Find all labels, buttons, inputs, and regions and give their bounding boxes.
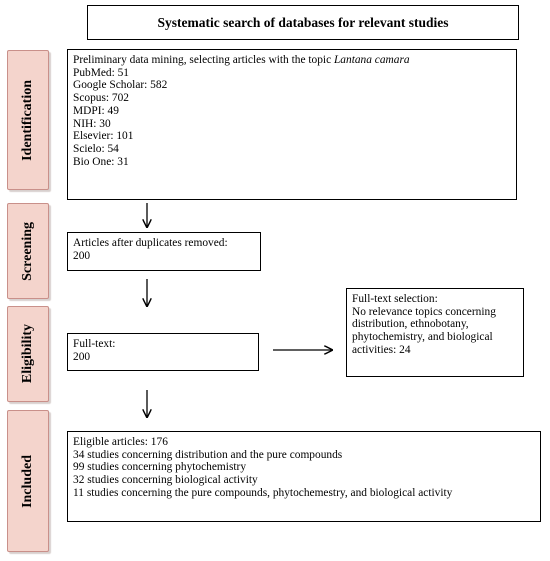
included-line: Eligible articles: 176 [73,436,168,448]
screening-box: Articles after duplicates removed: 200 [67,232,261,271]
source-count: Google Scholar: 582 [73,79,168,92]
excluded-line: distribution, ethnobotany, [352,318,469,331]
screening-line: Articles after duplicates removed: [73,237,228,249]
identification-box: Preliminary data mining, selecting artic… [67,49,517,200]
stage-screening: Screening [7,203,49,299]
included-line: 34 studies concerning distribution and t… [73,448,343,461]
source-count: NIH: 30 [73,117,111,130]
eligibility-box: Full-text: 200 [67,333,259,371]
included-box: Eligible articles: 176 34 studies concer… [67,431,541,522]
source-count: Scopus: 702 [73,92,130,105]
eligibility-count: 200 [73,350,91,363]
source-count: Bio One: 31 [73,155,129,168]
diagram-title: Systematic search of databases for relev… [157,14,449,30]
eligibility-line: Full-text: [73,338,116,350]
source-count: Elsevier: 101 [73,130,134,143]
identification-topic: Lantana camara [333,54,410,66]
source-count: Scielo: 54 [73,142,119,155]
excluded-line: No relevance topics concerning [352,305,496,318]
excluded-box: Full-text selection: No relevance topics… [346,288,524,377]
screening-count: 200 [73,249,91,262]
excluded-line: Full-text selection: [352,293,438,305]
excluded-line: activities: 24 [352,343,411,356]
stage-eligibility: Eligibility [7,306,49,402]
source-count: PubMed: 51 [73,66,130,79]
diagram-title-box: Systematic search of databases for relev… [87,5,519,40]
identification-intro: Preliminary data mining, selecting artic… [73,54,410,66]
source-count: MDPI: 49 [73,104,119,117]
excluded-line: phytochemistry, and biological [352,331,493,344]
included-line: 32 studies concerning biological activit… [73,474,258,487]
included-line: 99 studies concerning phytochemistry [73,461,247,474]
stage-included: Included [7,410,49,552]
included-line: 11 studies concerning the pure compounds… [73,486,453,499]
stage-identification: Identification [7,50,49,190]
